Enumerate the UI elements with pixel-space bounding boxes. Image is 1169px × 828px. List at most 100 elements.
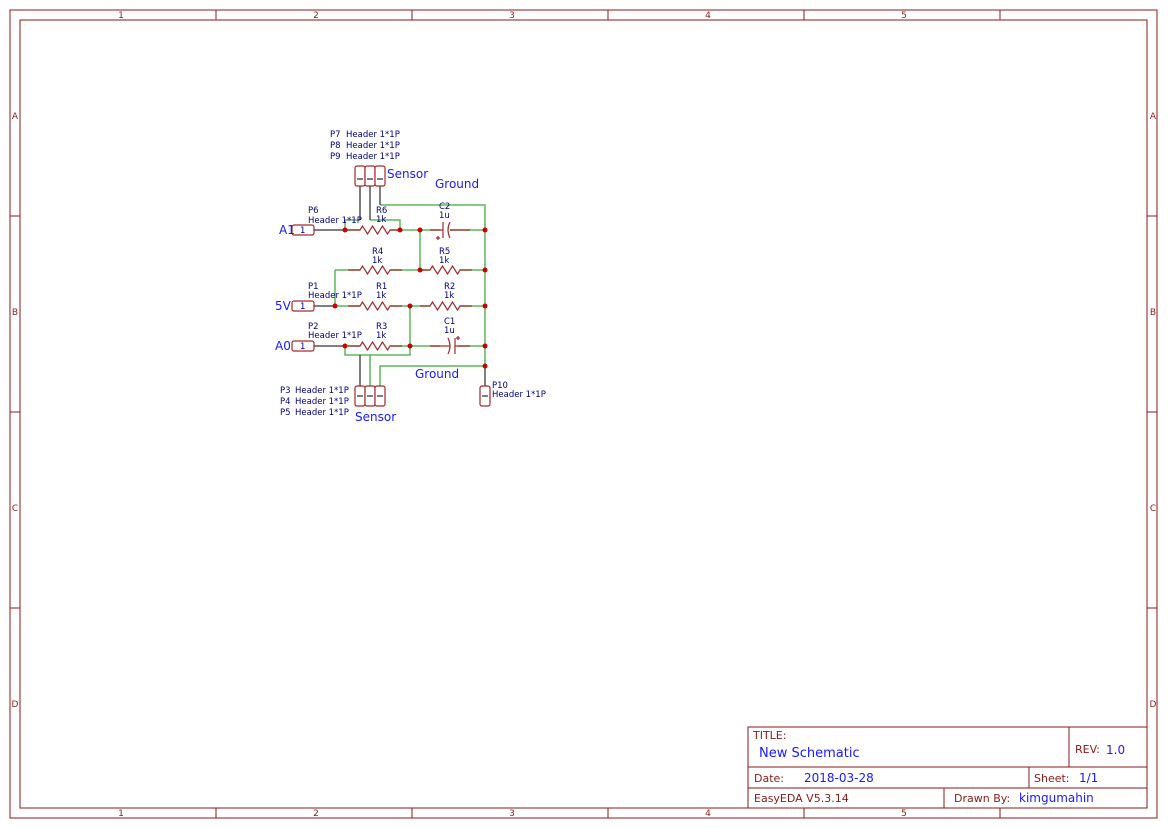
net-label-sensor: Sensor <box>387 167 428 181</box>
wires[interactable] <box>314 186 486 386</box>
title-value: New Schematic <box>759 746 860 761</box>
resistor-r2[interactable] <box>420 300 472 312</box>
ref-label: R5 <box>439 247 450 257</box>
ref-label: P2 <box>308 322 319 332</box>
ref-label: P10 <box>492 381 508 391</box>
row-label: D <box>1150 700 1157 710</box>
software-version: EasyEDA V5.3.14 <box>754 792 849 805</box>
value-label: 1u <box>444 326 455 336</box>
sheet-value: 1/1 <box>1079 771 1098 785</box>
col-label: 1 <box>118 11 124 21</box>
capacitor-c2[interactable] <box>430 221 470 240</box>
col-label: 5 <box>901 809 907 819</box>
pin-number: 1 <box>300 226 305 236</box>
value-label: 1k <box>376 291 386 301</box>
ref-label: P1 <box>308 282 319 292</box>
ref-label: R3 <box>376 322 387 332</box>
row-label: D <box>12 700 19 710</box>
value-label: Header 1*1P <box>308 291 362 301</box>
net-label-sensor: Sensor <box>355 410 396 424</box>
value-label: Header 1*1P <box>346 141 400 151</box>
connector-p2[interactable] <box>291 340 315 352</box>
resistor-r1[interactable] <box>348 300 402 312</box>
value-label: 1k <box>372 256 382 266</box>
col-label: 3 <box>509 11 515 21</box>
column-labels-bottom: 1 2 3 4 5 <box>118 809 907 819</box>
ref-label: R6 <box>376 206 387 216</box>
title-label: TITLE: <box>752 729 786 742</box>
connectors[interactable]: 1 1 1 <box>291 165 491 407</box>
rev-label: REV: <box>1075 743 1100 756</box>
resistor-r4[interactable] <box>348 264 402 276</box>
ref-label: P4 <box>280 397 291 407</box>
col-label: 2 <box>313 809 319 819</box>
ref-label: R4 <box>372 247 383 257</box>
resistors[interactable] <box>345 224 472 352</box>
rev-value: 1.0 <box>1106 743 1125 757</box>
ref-label: P8 <box>330 141 341 151</box>
net-label-5v: 5V <box>275 299 292 313</box>
row-label: A <box>12 112 19 122</box>
pin-number: 1 <box>300 302 305 312</box>
capacitor-c1[interactable] <box>430 336 470 355</box>
ref-label: P5 <box>280 408 291 418</box>
connector-p7[interactable] <box>354 165 366 187</box>
col-label: 2 <box>313 11 319 21</box>
col-label: 1 <box>118 809 124 819</box>
value-label: Header 1*1P <box>295 397 349 407</box>
date-label: Date: <box>754 772 784 785</box>
net-label-a0: A0 <box>275 339 291 353</box>
net-label-ground: Ground <box>415 367 459 381</box>
row-label: C <box>1150 504 1156 514</box>
value-label: 1k <box>376 215 386 225</box>
value-label: Header 1*1P <box>295 408 349 418</box>
pin-number: 1 <box>300 342 305 352</box>
ref-label: P3 <box>280 386 291 396</box>
ref-label: C2 <box>439 202 450 212</box>
capacitors[interactable] <box>430 221 470 355</box>
row-label: C <box>12 504 18 514</box>
col-label: 4 <box>705 809 711 819</box>
resistor-r3[interactable] <box>348 340 402 352</box>
row-label: B <box>12 308 18 318</box>
net-label-ground: Ground <box>435 177 479 191</box>
value-label: 1k <box>444 291 454 301</box>
value-label: Header 1*1P <box>346 152 400 162</box>
title-block: TITLE: New Schematic REV: 1.0 Date: 2018… <box>747 726 1148 809</box>
ref-label: P7 <box>330 130 341 140</box>
value-label: Header 1*1P <box>346 130 400 140</box>
date-value: 2018-03-28 <box>804 771 874 785</box>
col-label: 4 <box>705 11 711 21</box>
row-labels: A B C D A B C D <box>12 112 1157 710</box>
row-label: B <box>1150 308 1156 318</box>
connector-p9[interactable] <box>374 165 386 187</box>
column-labels-top: 1 2 3 4 5 <box>118 11 907 21</box>
connector-p8[interactable] <box>364 165 376 187</box>
ref-label: R1 <box>376 282 387 292</box>
net-label-a1: A1 <box>279 223 295 237</box>
drawn-by-value: kimgumahin <box>1019 791 1094 805</box>
value-label: 1u <box>439 211 450 221</box>
value-label: Header 1*1P <box>295 386 349 396</box>
value-label: Header 1*1P <box>308 216 362 226</box>
resistor-r6[interactable] <box>345 224 400 236</box>
value-label: 1k <box>376 331 386 341</box>
ref-label: R2 <box>444 282 455 292</box>
ref-label: P6 <box>308 206 319 216</box>
sheet-frame <box>9 9 1158 819</box>
drawn-by-label: Drawn By: <box>954 792 1010 805</box>
connector-p1[interactable] <box>291 300 315 312</box>
row-label: A <box>1150 112 1157 122</box>
connector-p6[interactable] <box>291 224 315 236</box>
value-label: Header 1*1P <box>492 390 546 400</box>
part-labels: P6 Header 1*1P P1 Header 1*1P P2 Header … <box>280 130 546 418</box>
ref-label: P9 <box>330 152 341 162</box>
ref-label: C1 <box>444 317 455 327</box>
resistor-r5[interactable] <box>420 264 472 276</box>
col-label: 5 <box>901 11 907 21</box>
net-labels: A1 5V A0 Ground Ground Sensor Sensor <box>275 167 479 424</box>
value-label: Header 1*1P <box>308 331 362 341</box>
junctions <box>332 227 488 369</box>
sheet-label: Sheet: <box>1034 772 1070 785</box>
